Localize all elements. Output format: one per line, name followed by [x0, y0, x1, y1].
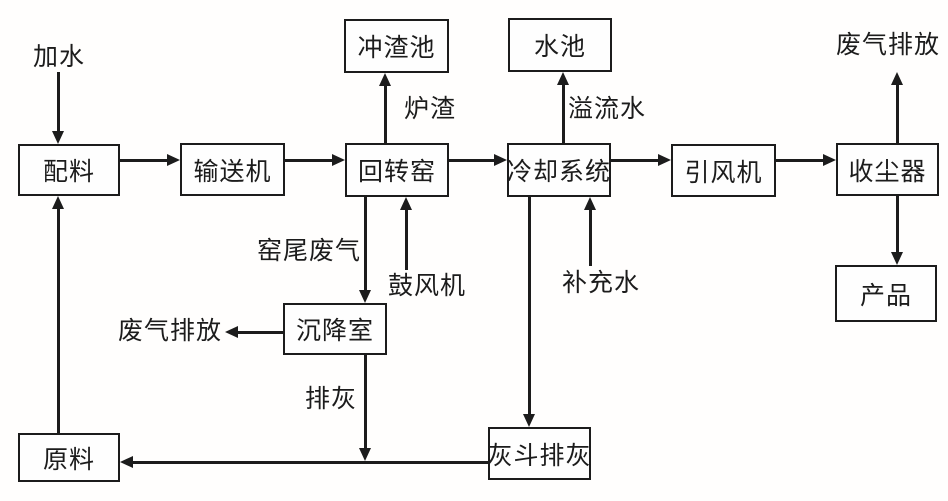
node-dust-collector: 收尘器 — [836, 143, 939, 196]
edge-cooling-to-water-pool-line — [562, 84, 565, 143]
label-add-water: 加水 — [33, 44, 86, 71]
node-conveyor: 输送机 — [180, 143, 285, 196]
edge-kiln-to-slag-pool-arrowhead — [379, 73, 391, 86]
edge-kiln-to-cooling-arrowhead — [494, 154, 507, 166]
edge-blower-to-kiln-arrowhead — [400, 197, 412, 210]
edge-batching-to-conveyor-arrowhead — [167, 154, 180, 166]
edge-kiln-to-settling-chamber-arrowhead — [359, 290, 371, 303]
edge-batching-to-conveyor-line — [120, 159, 168, 162]
node-slag-flushing-pool: 冲渣池 — [344, 19, 449, 73]
label-ash-discharge: 排灰 — [305, 386, 358, 413]
edge-settling-chamber-ash-arrowhead — [359, 448, 371, 461]
label-overflow-water: 溢流水 — [568, 96, 647, 123]
edge-cooling-to-water-pool-arrowhead — [557, 72, 569, 85]
node-raw-material: 原料 — [18, 433, 120, 482]
node-water-pool: 水池 — [508, 18, 612, 72]
node-batching: 配料 — [18, 144, 120, 196]
edge-cooling-to-ash-hopper-arrowhead — [523, 414, 535, 427]
edge-settling-chamber-to-exhaust-arrowhead — [225, 326, 238, 338]
node-ash-hopper-discharge: 灰斗排灰 — [488, 427, 591, 480]
edge-add-water-to-batching-line — [57, 72, 60, 132]
label-kiln-tail-exhaust: 窑尾废气 — [257, 238, 362, 265]
node-product: 产品 — [835, 265, 937, 322]
edge-kiln-to-cooling-line — [449, 159, 494, 162]
edge-dust-collector-to-product-line — [896, 196, 899, 254]
edge-fan-to-dust-collector-arrowhead — [823, 154, 836, 166]
edge-ash-hopper-to-raw-material-line — [132, 461, 488, 464]
edge-conveyor-to-kiln-arrowhead — [332, 154, 345, 166]
edge-settling-chamber-to-exhaust-line — [237, 331, 283, 334]
edge-makeup-water-to-cooling-arrowhead — [584, 197, 596, 210]
edge-dust-collector-to-exhaust-arrowhead — [891, 72, 903, 85]
edge-settling-chamber-ash-line — [364, 355, 367, 449]
edge-raw-material-to-batching-line — [57, 208, 60, 433]
edge-dust-collector-to-product-arrowhead — [891, 252, 903, 265]
label-exhaust-emission-top: 废气排放 — [836, 32, 941, 59]
label-blower: 鼓风机 — [388, 273, 467, 300]
node-induced-draft-fan: 引风机 — [671, 144, 776, 197]
edge-dust-collector-to-exhaust-line — [896, 84, 899, 143]
node-settling-chamber: 沉降室 — [283, 303, 387, 355]
edge-ash-hopper-to-raw-material-arrowhead — [120, 456, 133, 468]
edge-cooling-to-ash-hopper-line — [528, 197, 531, 415]
edge-fan-to-dust-collector-line — [776, 159, 823, 162]
edge-add-water-to-batching-arrowhead — [52, 131, 64, 144]
edge-cooling-to-fan-line — [611, 159, 658, 162]
edge-kiln-to-slag-pool-line — [384, 85, 387, 144]
edge-blower-to-kiln-line — [405, 209, 408, 270]
edge-raw-material-to-batching-arrowhead — [52, 196, 64, 209]
label-exhaust-emission-left: 废气排放 — [118, 318, 223, 345]
node-rotary-kiln: 回转窑 — [345, 143, 449, 197]
label-makeup-water: 补充水 — [562, 270, 641, 297]
edge-conveyor-to-kiln-line — [285, 159, 332, 162]
label-furnace-slag: 炉渣 — [404, 96, 457, 123]
edge-makeup-water-to-cooling-line — [589, 209, 592, 266]
node-cooling-system: 冷却系统 — [507, 143, 611, 197]
edge-cooling-to-fan-arrowhead — [658, 154, 671, 166]
edge-kiln-to-settling-chamber-line — [364, 197, 367, 291]
